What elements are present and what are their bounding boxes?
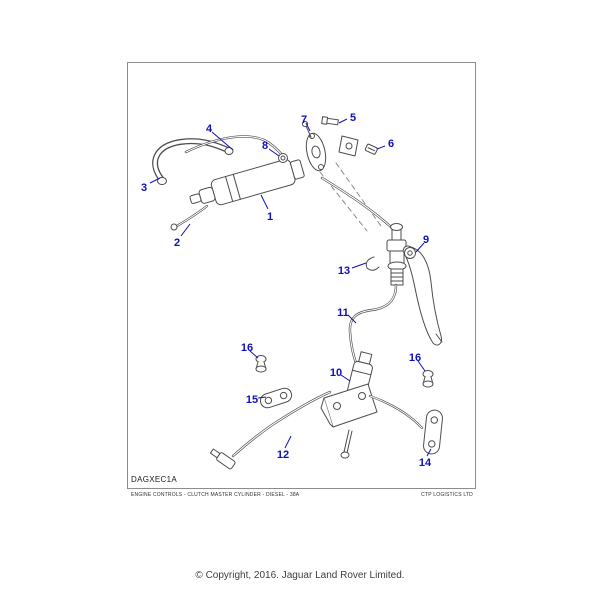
callout-leader-3 xyxy=(149,177,161,184)
grommet-left xyxy=(255,355,267,373)
bracket-bolt xyxy=(340,429,353,459)
diagram-caption: ENGINE CONTROLS - CLUTCH MASTER CYLINDER… xyxy=(131,492,300,498)
diagram-code: DAGXEC1A xyxy=(131,475,177,484)
callout-leader-6 xyxy=(376,145,386,150)
pipe-11 xyxy=(348,283,398,368)
callout-15: 15 xyxy=(246,394,258,406)
callout-8: 8 xyxy=(262,140,268,152)
support-bracket xyxy=(338,135,359,157)
feed-pipe xyxy=(184,135,285,158)
callout-7: 7 xyxy=(301,114,307,126)
mounting-flange xyxy=(305,132,327,172)
callout-16: 16 xyxy=(409,352,421,364)
lever-arm xyxy=(402,245,443,346)
callout-13: 13 xyxy=(338,265,350,277)
mounting-plate xyxy=(423,409,443,455)
pipe-master-to-union xyxy=(320,176,393,229)
callout-leader-5 xyxy=(338,118,348,124)
gasket-plate xyxy=(259,387,293,409)
union-assembly xyxy=(386,223,407,286)
callout-leader-7 xyxy=(305,122,311,132)
callout-16: 16 xyxy=(241,342,253,354)
pipe-12 xyxy=(210,390,332,470)
callout-11: 11 xyxy=(337,307,349,319)
callout-leader-15 xyxy=(257,396,267,399)
lower-pipe xyxy=(170,204,209,231)
pushrod-nut xyxy=(278,153,288,163)
reservoir-hose xyxy=(152,138,234,185)
callout-5: 5 xyxy=(350,112,356,124)
callout-leader-16 xyxy=(417,360,426,372)
callout-leader-13 xyxy=(351,262,367,269)
callout-leader-1 xyxy=(260,194,269,210)
line-art xyxy=(152,116,443,470)
callout-leader-14 xyxy=(426,448,432,457)
callout-9: 9 xyxy=(423,234,429,246)
callout-leader-11 xyxy=(347,314,357,324)
retaining-clip xyxy=(365,256,380,271)
bracket-stud xyxy=(321,116,339,126)
spring-clip xyxy=(364,143,378,155)
callout-1: 1 xyxy=(267,211,273,223)
copyright-text: © Copyright, 2016. Jaguar Land Rover Lim… xyxy=(195,570,405,581)
callout-leader-16 xyxy=(249,350,259,359)
callout-leader-2 xyxy=(180,223,191,237)
slave-bracket xyxy=(320,383,378,428)
diagram-border xyxy=(127,62,476,489)
callout-14: 14 xyxy=(419,457,432,469)
callout-2: 2 xyxy=(174,237,180,249)
flange-bolt xyxy=(301,120,312,138)
callout-12: 12 xyxy=(277,449,289,461)
callout-6: 6 xyxy=(388,138,394,150)
grommet-right xyxy=(422,370,434,388)
callout-leader-4 xyxy=(211,131,234,151)
publisher-label: CTP LOGISTICS LTD xyxy=(421,492,473,498)
pipe-slave-to-bracket xyxy=(368,394,424,430)
callout-3: 3 xyxy=(141,182,147,194)
callout-leader-12 xyxy=(284,435,292,449)
callout-10: 10 xyxy=(330,367,342,379)
callout-leader-9 xyxy=(415,242,425,253)
callout-leader-10 xyxy=(340,374,351,382)
callout-leader-8 xyxy=(268,148,280,157)
callout-4: 4 xyxy=(206,123,213,135)
master-cylinder xyxy=(189,159,305,206)
